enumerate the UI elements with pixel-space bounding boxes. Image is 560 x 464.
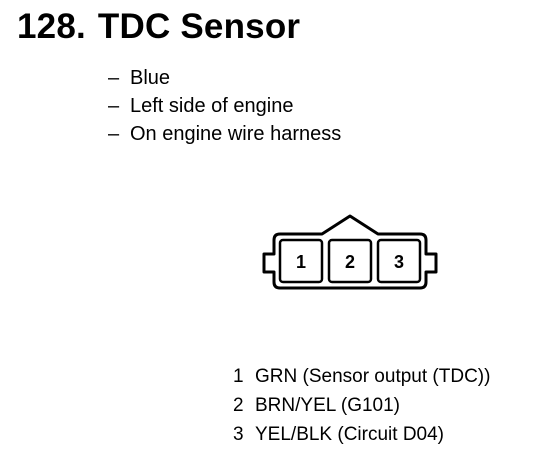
pinout-list: 1 GRN (Sensor output (TDC)) 2 BRN/YEL (G10…	[233, 362, 490, 449]
pin-number: 3	[233, 424, 244, 445]
pin-description: BRN/YEL (G101)	[255, 395, 401, 416]
pinout-row: 3 YEL/BLK (Circuit D04)	[233, 420, 490, 449]
detail-text: On engine wire harness	[130, 123, 342, 145]
detail-dash: –	[108, 95, 120, 117]
pin-description: YEL/BLK (Circuit D04)	[255, 424, 445, 445]
terminal-label-2: 2	[345, 252, 355, 272]
detail-mounting: –On engine wire harness	[108, 120, 341, 148]
connector-diagram: 1 2 3	[262, 214, 438, 290]
detail-text: Left side of engine	[130, 95, 294, 117]
pin-description: GRN (Sensor output (TDC))	[255, 366, 491, 387]
detail-dash: –	[108, 67, 120, 89]
sensor-number: 128.	[17, 7, 86, 46]
detail-color: –Blue	[108, 64, 341, 92]
terminal-cavity-2	[327, 238, 373, 284]
terminal-label-3: 3	[394, 252, 404, 272]
detail-location: –Left side of engine	[108, 92, 341, 120]
pin-number: 2	[233, 395, 244, 416]
page-title: 128. TDC Sensor	[17, 7, 301, 47]
detail-text: Blue	[130, 67, 171, 89]
pinout-row: 1 GRN (Sensor output (TDC))	[233, 362, 490, 391]
pin-number: 1	[233, 366, 244, 387]
sensor-details-list: –Blue –Left side of engine –On engine wi…	[108, 64, 341, 148]
terminal-label-1: 1	[296, 252, 306, 272]
terminal-cavity-1	[278, 238, 324, 284]
terminal-cavity-3	[376, 238, 422, 284]
sensor-name: TDC Sensor	[97, 7, 301, 46]
detail-dash: –	[108, 123, 120, 145]
pinout-row: 2 BRN/YEL (G101)	[233, 391, 490, 420]
